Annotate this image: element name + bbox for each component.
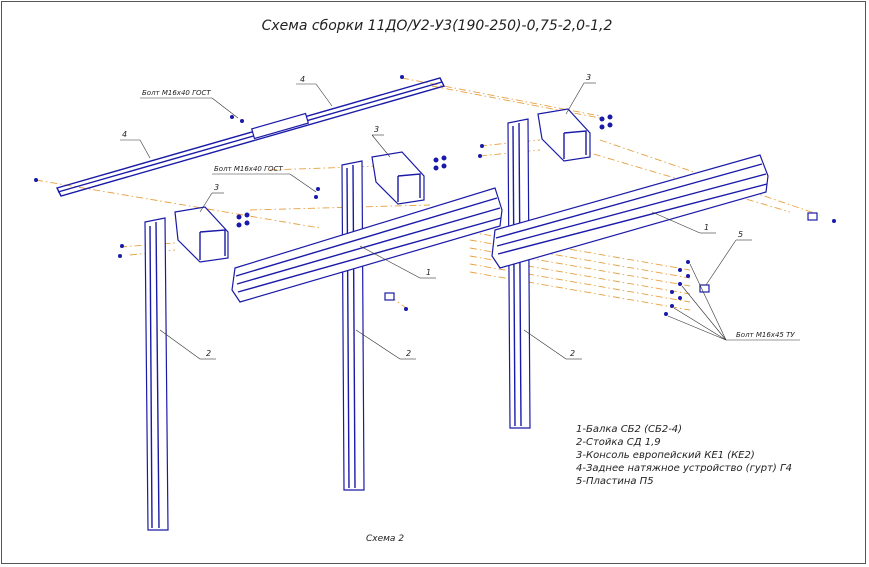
callout-1-left: 1	[426, 268, 431, 277]
plate-far-right	[807, 212, 818, 221]
bolts	[34, 75, 836, 316]
legend-item: 5-Пластина П5	[576, 476, 654, 487]
rear-tension-rail	[55, 77, 446, 197]
console-right	[537, 108, 591, 162]
legend-item: 4-Заднее натяжное устройство (гурт) Г4	[576, 463, 792, 474]
callout-3-middle: 3	[374, 125, 379, 134]
callout-3-right: 3	[586, 73, 591, 82]
beam-left	[231, 187, 503, 303]
console-left	[174, 206, 229, 263]
callout-4-left: 4	[122, 130, 127, 139]
beam-right	[491, 154, 769, 269]
callout-1-right: 1	[704, 223, 709, 232]
scheme-caption: Схема 2	[366, 534, 404, 544]
plate-right	[699, 284, 710, 293]
bolt-label-m16x40-middle: Болт М16х40 ГОСТ	[214, 165, 283, 173]
parts-legend: 1-Балка СБ2 (СБ2-4) 2-Стойка СД 1,9 3-Ко…	[576, 424, 792, 487]
post-left	[144, 217, 169, 531]
callout-2-right: 2	[570, 349, 575, 358]
bolt-label-m16x45: Болт М16х45 ТУ	[736, 331, 795, 339]
callout-3-left: 3	[214, 183, 219, 192]
callout-2-left: 2	[206, 349, 211, 358]
console-middle	[371, 151, 425, 205]
legend-item: 3-Консоль европейский КЕ1 (КЕ2)	[576, 450, 755, 461]
callout-2-middle: 2	[406, 349, 411, 358]
legend-item: 2-Стойка СД 1,9	[576, 437, 661, 448]
plate-bottom	[384, 292, 395, 301]
callout-4-top: 4	[300, 75, 305, 84]
post-right	[507, 118, 531, 429]
bolt-label-m16x40-top: Болт М16х40 ГОСТ	[142, 89, 211, 97]
drawing-title: Схема сборки 11ДО/У2-У3(190-250)-0,75-2,…	[262, 18, 613, 34]
post-middle	[341, 160, 365, 491]
leader-lines	[120, 82, 800, 360]
legend-item: 1-Балка СБ2 (СБ2-4)	[576, 424, 682, 435]
callout-5: 5	[738, 230, 743, 239]
